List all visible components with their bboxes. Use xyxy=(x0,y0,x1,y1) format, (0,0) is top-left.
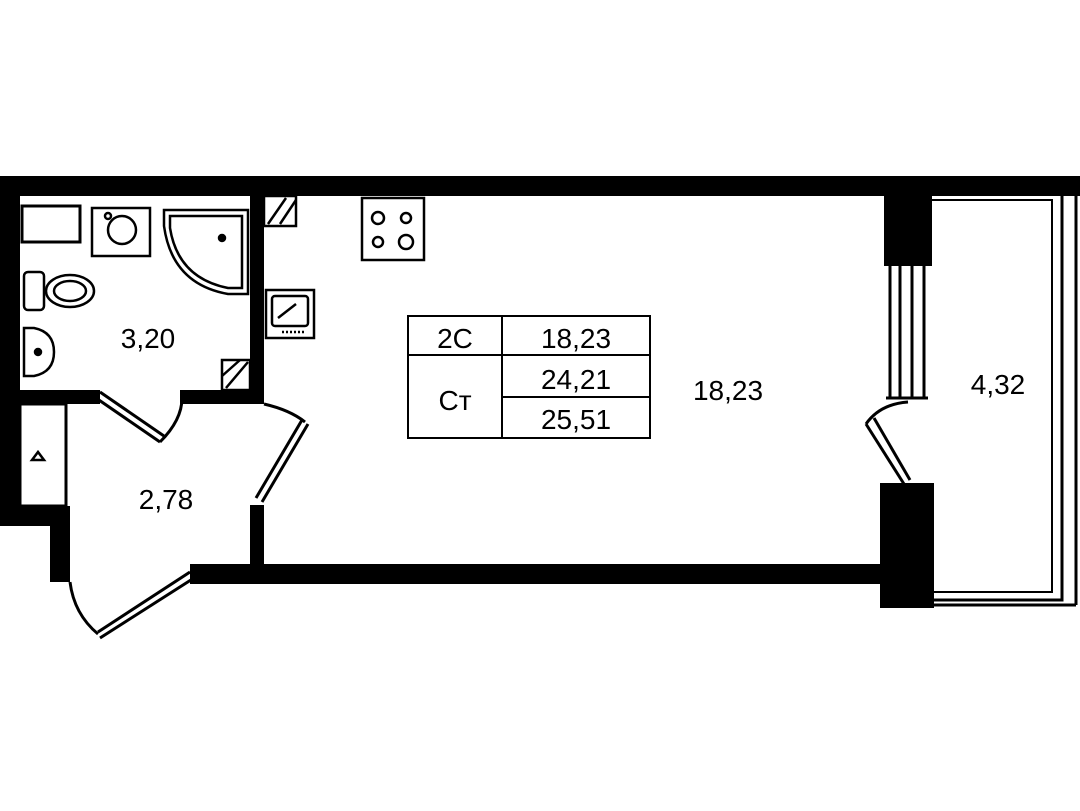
table-type-code: 2С xyxy=(437,323,473,354)
balcony-door-arc xyxy=(864,400,909,425)
bathroom-area-label: 3,20 xyxy=(121,323,176,354)
washing-machine-icon xyxy=(90,206,152,258)
table-category: Ст xyxy=(438,385,471,416)
left-wall xyxy=(0,176,20,526)
bathroom-door-arc xyxy=(158,397,184,444)
hall-right-stub xyxy=(250,505,264,565)
wall-outlines xyxy=(18,204,82,508)
window xyxy=(886,266,928,400)
table-total-area: 24,21 xyxy=(541,364,611,395)
balcony-door-leaf-2 xyxy=(872,417,912,481)
table-border xyxy=(407,315,651,439)
bathroom-door-leaf xyxy=(95,396,161,444)
balcony-inner-frame xyxy=(932,199,1053,593)
left-stub-wall xyxy=(50,506,70,582)
table-total-with-balcony: 25,51 xyxy=(541,404,611,435)
ventilation-icon xyxy=(262,194,298,228)
summary-table: 2С 18,23 Ст 24,21 25,51 xyxy=(407,315,651,439)
closet-outline xyxy=(18,402,68,508)
balcony xyxy=(932,186,1078,607)
balcony-door-leaf xyxy=(864,423,906,485)
doors xyxy=(68,390,912,640)
kitchen-sink-icon xyxy=(264,288,316,340)
main-room-area-label: 18,23 xyxy=(693,375,763,406)
shower-icon xyxy=(162,208,250,296)
entrance-door-leaf xyxy=(97,570,191,634)
entrance-door-leaf-2 xyxy=(99,576,195,640)
stove-icon xyxy=(360,196,426,262)
room-door-leaf-2 xyxy=(260,423,310,503)
shelf-outline xyxy=(20,204,82,244)
bathroom-partition xyxy=(250,196,264,404)
fixtures xyxy=(22,194,426,462)
bathroom-bottom-wall-right xyxy=(180,390,264,404)
toilet-icon xyxy=(22,270,96,312)
balcony-column-bottom xyxy=(880,483,934,608)
room-door-leaf xyxy=(254,419,304,499)
walls xyxy=(0,176,1080,608)
bathroom-bottom-wall-left xyxy=(20,390,100,404)
balcony-column-top xyxy=(884,186,932,266)
hallway-area-label: 2,78 xyxy=(139,484,194,515)
balcony-outer-frame xyxy=(932,186,1064,602)
ventilation-icon-2 xyxy=(220,358,252,392)
balcony-area-label: 4,32 xyxy=(971,369,1026,400)
table-living-area: 18,23 xyxy=(541,323,611,354)
top-wall xyxy=(0,176,1080,196)
sink-icon xyxy=(22,326,56,378)
bathroom-door-leaf-2 xyxy=(99,390,165,438)
entrance-door-arc xyxy=(68,581,99,636)
bottom-wall xyxy=(190,564,890,584)
closet-mark-icon xyxy=(29,449,47,462)
room-door-arc xyxy=(263,402,306,424)
